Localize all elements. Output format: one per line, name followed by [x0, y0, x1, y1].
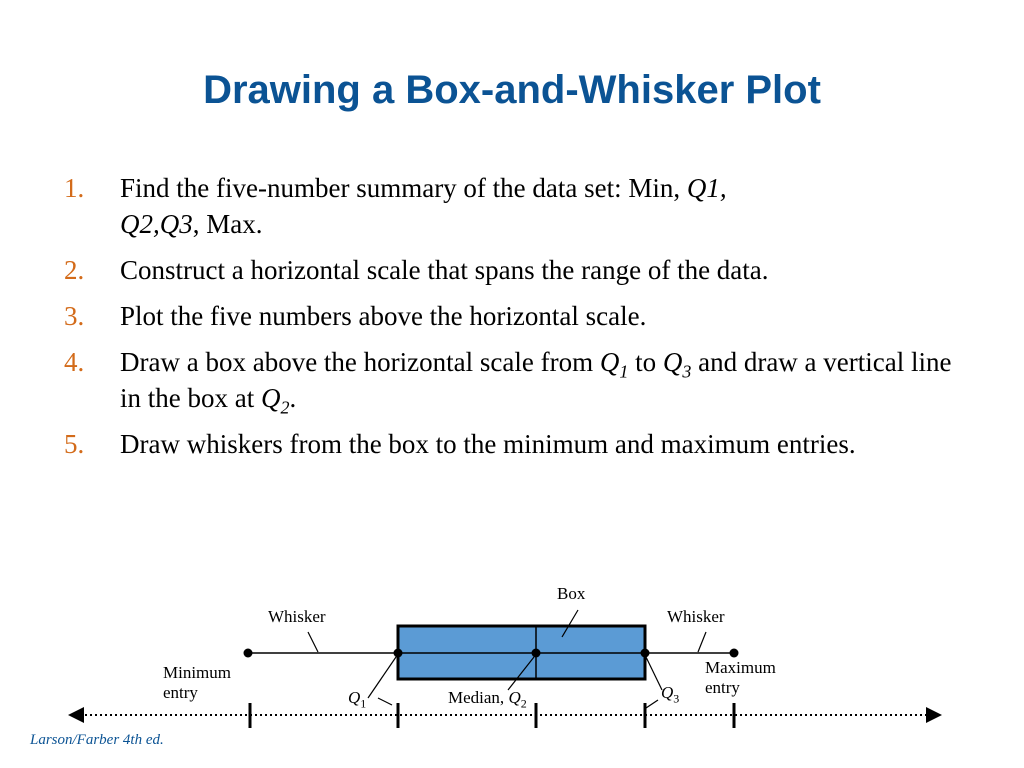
step-text: Draw a box above the horizontal scale fr…: [120, 347, 600, 377]
max-point: [729, 648, 739, 658]
step-1: 1. Find the five-number summary of the d…: [64, 170, 964, 242]
step-text: Find the five-number summary of the data…: [120, 173, 687, 203]
median-point: [531, 648, 541, 658]
step-number: 3.: [64, 301, 85, 331]
q3-leader: [645, 656, 663, 691]
step-text: Plot the five numbers above the horizont…: [120, 301, 647, 331]
step-number: 5.: [64, 429, 85, 459]
whisker-left-leader: [307, 631, 319, 653]
step-number: 1.: [64, 173, 85, 203]
median-label: Median, Q2: [448, 688, 527, 711]
min-point: [243, 648, 253, 658]
step-text-mid: and draw a vertical line in the box at: [120, 347, 952, 413]
q1-symbol: Q1: [599, 347, 629, 382]
q2-symbol: Q2: [260, 383, 290, 418]
q3-leader-small: [645, 699, 659, 709]
q1-leader-small: [377, 697, 393, 706]
step-italic-q2q3: Q2,Q3: [120, 209, 193, 239]
step-number: 2.: [64, 255, 85, 285]
whisker-left-label: Whisker: [268, 607, 326, 626]
step-text-end: .: [289, 383, 297, 413]
step-text: Draw whiskers from the box to the minimu…: [120, 429, 856, 459]
box-label: Box: [557, 584, 586, 603]
median-leader: [507, 656, 535, 691]
whisker-right-leader: [697, 631, 707, 653]
whisker-right-label: Whisker: [667, 607, 725, 626]
box: [396, 624, 647, 681]
step-text-to: to: [628, 347, 663, 377]
step-text-end: , Max.: [192, 209, 263, 239]
slide-title: Drawing a Box-and-Whisker Plot: [203, 68, 821, 112]
q3-symbol: Q3: [662, 347, 692, 382]
step-5: 5. Draw whiskers from the box to the min…: [64, 426, 964, 462]
q3-point: [640, 648, 650, 658]
q1-label: Q1: [348, 688, 367, 711]
step-number: 4.: [64, 347, 85, 377]
box-leader: [561, 609, 579, 638]
q1-point: [393, 648, 403, 658]
footer-citation: Larson/Farber 4th ed.: [30, 732, 164, 748]
q3-label: Q3: [661, 683, 680, 706]
step-4: 4. Draw a box above the horizontal scale…: [64, 344, 964, 416]
step-3: 3. Plot the five numbers above the horiz…: [64, 298, 964, 334]
steps-list: 1. Find the five-number summary of the d…: [64, 170, 964, 472]
step-italic-q1: Q1,: [686, 173, 727, 203]
step-text: Construct a horizontal scale that spans …: [120, 255, 769, 285]
step-2: 2. Construct a horizontal scale that spa…: [64, 252, 964, 288]
q1-leader: [367, 656, 397, 699]
